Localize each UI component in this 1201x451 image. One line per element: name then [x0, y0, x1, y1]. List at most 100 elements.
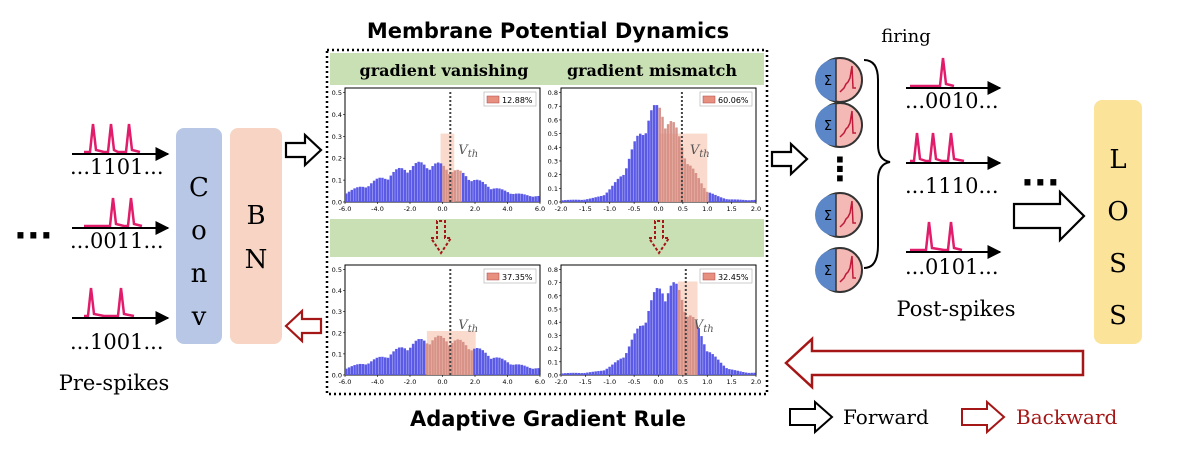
histogram-bar [641, 135, 645, 202]
x-tick-label: -1.5 [579, 205, 592, 213]
histogram-bar [503, 360, 507, 375]
legend-percentage: 60.06% [718, 96, 749, 105]
histogram-bar [531, 196, 535, 202]
histogram-bar [561, 200, 564, 202]
histogram-bar [605, 192, 609, 202]
histogram-bar [442, 165, 445, 202]
histogram-bar [600, 370, 603, 375]
histogram-bar [423, 340, 426, 375]
histogram-bar [473, 348, 476, 375]
histogram-bar [478, 180, 482, 202]
histogram-bar [512, 193, 515, 202]
x-tick-label: -0.5 [628, 205, 641, 213]
y-tick-label: 0.4 [548, 144, 558, 152]
histogram-bar [492, 357, 496, 375]
x-tick-label: -4.0 [371, 205, 384, 213]
histogram-bar [739, 371, 742, 375]
histogram-bar [747, 200, 751, 202]
histogram-bar [577, 372, 581, 375]
x-tick-label: 0.0 [653, 378, 663, 386]
histogram-bar [414, 340, 418, 375]
histogram-bar [478, 348, 482, 375]
block-letter: v [191, 302, 207, 332]
y-tick-label: 0.5 [332, 89, 342, 97]
legend-backward-label: Backward [1016, 405, 1118, 429]
x-tick-label: -6.0 [339, 378, 352, 386]
histogram-bar [358, 186, 362, 202]
histogram-bar [386, 357, 390, 375]
histogram-bar [686, 164, 689, 202]
histogram-bar [445, 341, 448, 375]
dashed-down-arrow-right [647, 220, 671, 255]
histogram-bar [428, 169, 432, 202]
histogram-bar [605, 368, 609, 375]
histogram-bar [753, 199, 756, 202]
histogram-bar [683, 158, 687, 202]
histogram-bar [378, 356, 381, 375]
histogram-bar [572, 199, 575, 202]
histogram-bar [370, 361, 373, 375]
histogram-bar [613, 182, 617, 202]
histogram-bar [742, 199, 745, 202]
y-tick-label: 0.3 [332, 133, 342, 141]
block-letter: B [246, 201, 265, 231]
histogram-bar [647, 120, 650, 202]
x-tick-label: 0.0 [437, 378, 447, 386]
histogram-bar [700, 336, 703, 375]
histogram-bar [566, 199, 570, 202]
histogram-bar [439, 335, 443, 375]
histogram-bar [680, 147, 684, 202]
histogram-bar [409, 347, 412, 375]
histogram-bar [381, 177, 384, 202]
histogram-mismatch-after: Vth32.45%0.00.10.20.30.40.50.60.70.8-2.0… [548, 264, 761, 386]
histogram-bar [594, 197, 597, 202]
histogram-bar [669, 285, 673, 375]
histogram-bar [736, 199, 739, 202]
histogram-bar [619, 358, 622, 375]
histogram-bar [664, 301, 667, 375]
neuron-vertical-ellipsis: ⋮ [824, 150, 856, 188]
histogram-bar [577, 199, 581, 202]
spike-waveform [84, 197, 143, 228]
pre-spike-code-1: ...1101... [70, 155, 164, 179]
histogram-bar [711, 193, 714, 202]
histogram-bar [367, 363, 370, 375]
histogram-bar [431, 166, 434, 202]
histogram-bar [475, 179, 479, 202]
histogram-bar [655, 105, 659, 202]
histogram-bar [725, 368, 728, 375]
histogram-bar [644, 133, 648, 202]
histogram-bar [574, 372, 578, 375]
histogram-bar [517, 193, 521, 202]
post-spike-train-2: ...1110... [905, 132, 1002, 198]
histogram-bar [528, 196, 532, 202]
histogram-bar [425, 168, 429, 202]
histogram-bar [736, 370, 739, 375]
y-tick-label: 0.5 [332, 266, 342, 274]
histogram-bar [523, 194, 526, 202]
histogram-bar [583, 372, 586, 375]
histogram-bar [473, 180, 476, 202]
x-tick-label: 1.0 [702, 205, 712, 213]
x-tick-label: 4.0 [502, 205, 512, 213]
y-tick-label: 0.4 [332, 111, 342, 119]
histogram-bar [691, 317, 695, 375]
dashed-down-arrow-left [429, 220, 453, 255]
histogram-bar [616, 360, 620, 375]
y-tick-label: 0.3 [548, 157, 558, 165]
histogram-bar [733, 370, 737, 375]
pre-spike-code-2: ...0011... [70, 229, 164, 253]
y-tick-label: 0.8 [548, 266, 558, 274]
histogram-bar [563, 373, 567, 375]
histogram-bar [345, 193, 348, 202]
histogram-bar [619, 176, 622, 202]
histogram-bar [747, 372, 751, 375]
histogram-bar [658, 288, 661, 375]
histogram-bar [498, 357, 501, 375]
post-spike-train-1: ...0010... [905, 57, 1002, 113]
histogram-bar [406, 350, 409, 375]
histogram-bar [384, 178, 387, 202]
histogram-bar [384, 357, 387, 375]
legend-forward-label: Forward [843, 405, 929, 429]
